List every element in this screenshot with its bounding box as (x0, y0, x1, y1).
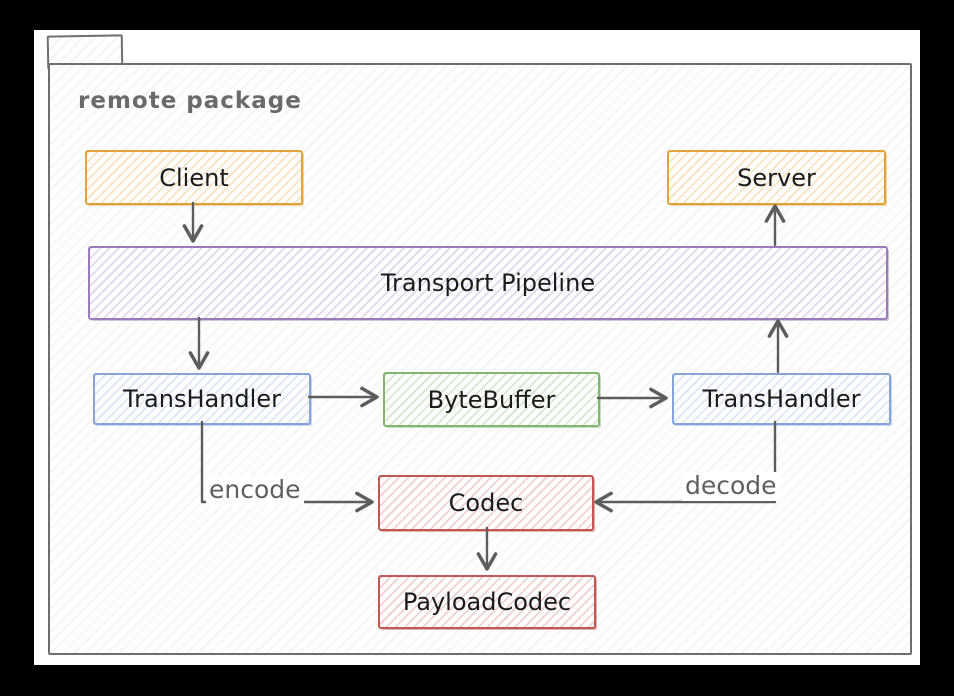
node-transport-pipeline: Transport Pipeline (88, 246, 888, 320)
edge-label-decode: decode (682, 471, 780, 501)
node-server: Server (667, 150, 886, 205)
node-bytebuffer-label: ByteBuffer (427, 385, 556, 414)
node-transhandler-right-label: TransHandler (702, 385, 861, 413)
diagram-canvas: remote package Client Server Transport P… (34, 30, 920, 665)
node-bytebuffer: ByteBuffer (383, 372, 600, 427)
node-transport-pipeline-label: Transport Pipeline (380, 269, 596, 297)
node-transhandler-right: TransHandler (672, 373, 891, 425)
node-codec-label: Codec (448, 489, 524, 517)
node-client: Client (85, 150, 303, 205)
node-transhandler-left-label: TransHandler (123, 385, 281, 413)
node-transhandler-left: TransHandler (93, 373, 311, 425)
edge-label-encode: encode (206, 475, 304, 505)
node-client-label: Client (159, 163, 229, 192)
node-server-label: Server (737, 163, 816, 192)
node-payloadcodec-label: PayloadCodec (402, 588, 572, 616)
node-codec: Codec (378, 475, 594, 531)
node-payloadcodec: PayloadCodec (378, 575, 596, 629)
package-label: remote package (78, 88, 302, 114)
